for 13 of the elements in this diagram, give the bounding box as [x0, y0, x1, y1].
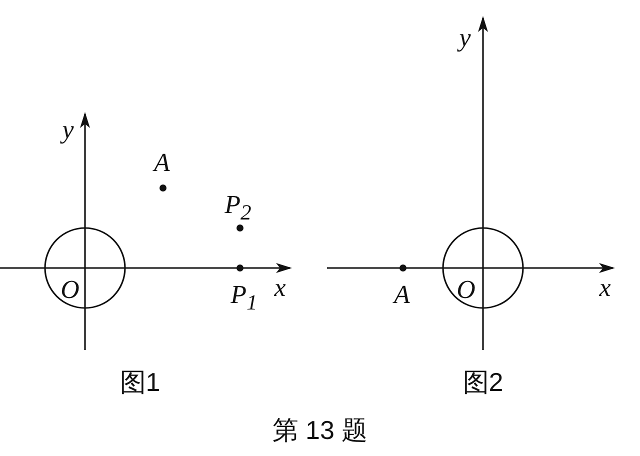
axis-label: y [459, 25, 471, 51]
origin-label: O [456, 277, 476, 303]
figure-label: 图2 [462, 369, 504, 395]
point-label: A [154, 150, 170, 176]
axis-label: y [62, 117, 74, 143]
axis-label: x [599, 275, 611, 301]
figure-label: 图1 [120, 369, 160, 395]
axis-label: x [274, 275, 286, 301]
point-label: P$_{2}$ [224, 192, 252, 224]
point-label: A [394, 282, 410, 308]
point-label: P$_{1}$ [230, 282, 258, 314]
origin-label: O [60, 277, 80, 303]
caption: 第 13 题 [272, 417, 368, 443]
